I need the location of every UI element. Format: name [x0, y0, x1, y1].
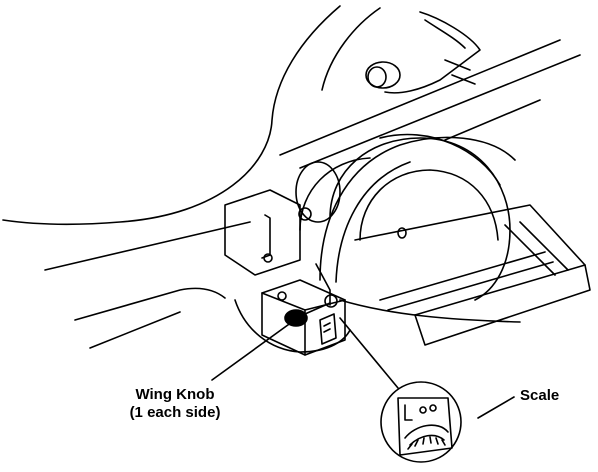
scale-detail-ticks	[407, 436, 446, 450]
roller-pin	[298, 207, 312, 221]
wheel-rim	[379, 133, 501, 186]
scale-detail-notch	[404, 404, 413, 421]
upper-holder	[384, 11, 481, 94]
bracket-scale-ticks	[323, 322, 331, 333]
scale-detail-screw-1	[419, 406, 427, 414]
wing-knob-label: Wing Knob (1 each side)	[106, 386, 244, 422]
wheel-hub-hole	[397, 227, 407, 239]
scale-detail-arc	[404, 424, 449, 439]
scale-detail-plate	[397, 397, 453, 456]
wing-knob-label-line2: (1 each side)	[129, 404, 221, 421]
machine-body-outline	[2, 5, 341, 225]
scale-detail-screw-2	[429, 404, 437, 412]
wheel-inner	[359, 169, 499, 241]
bracket-screw	[277, 291, 287, 301]
frame-contour-2	[74, 287, 226, 321]
machine-body-outline-inner	[321, 7, 381, 91]
roller-end	[295, 161, 341, 223]
wing-knob-label-line1: Wing Knob	[135, 386, 215, 403]
scale-pivot	[324, 294, 338, 308]
roller-body	[299, 157, 371, 231]
upper-knob	[365, 61, 401, 89]
wing-knob	[284, 309, 308, 327]
top-rail-2	[299, 54, 581, 169]
table-lines	[379, 251, 554, 311]
leader-wing-knob	[211, 321, 293, 381]
guard-arm-outer	[319, 136, 516, 281]
table-slot-1	[504, 224, 556, 276]
leader-scale-zoom	[339, 317, 399, 389]
frame-contour-3	[89, 311, 181, 349]
mount-block	[224, 189, 301, 276]
upper-holder-slot	[424, 19, 466, 49]
top-rail-1	[279, 39, 561, 156]
upper-knob-end	[367, 66, 387, 88]
table-top	[354, 204, 586, 316]
guard-arm-inner	[335, 161, 411, 283]
bracket-scale	[319, 313, 337, 345]
wing-knob-arm	[315, 263, 331, 306]
table-slot-2	[519, 221, 569, 271]
frame-contour-1	[44, 221, 251, 271]
table-front	[414, 264, 591, 346]
scale-detail-arc-inner	[409, 434, 445, 446]
mount-screw	[263, 253, 273, 263]
leader-scale-label	[477, 396, 515, 419]
mount-slot	[261, 214, 271, 259]
scale-detail-circle	[380, 381, 462, 463]
scale-label: Scale	[520, 387, 560, 404]
wheel-outer	[329, 137, 511, 301]
front-bracket	[261, 279, 346, 356]
top-rail-3	[444, 99, 541, 141]
